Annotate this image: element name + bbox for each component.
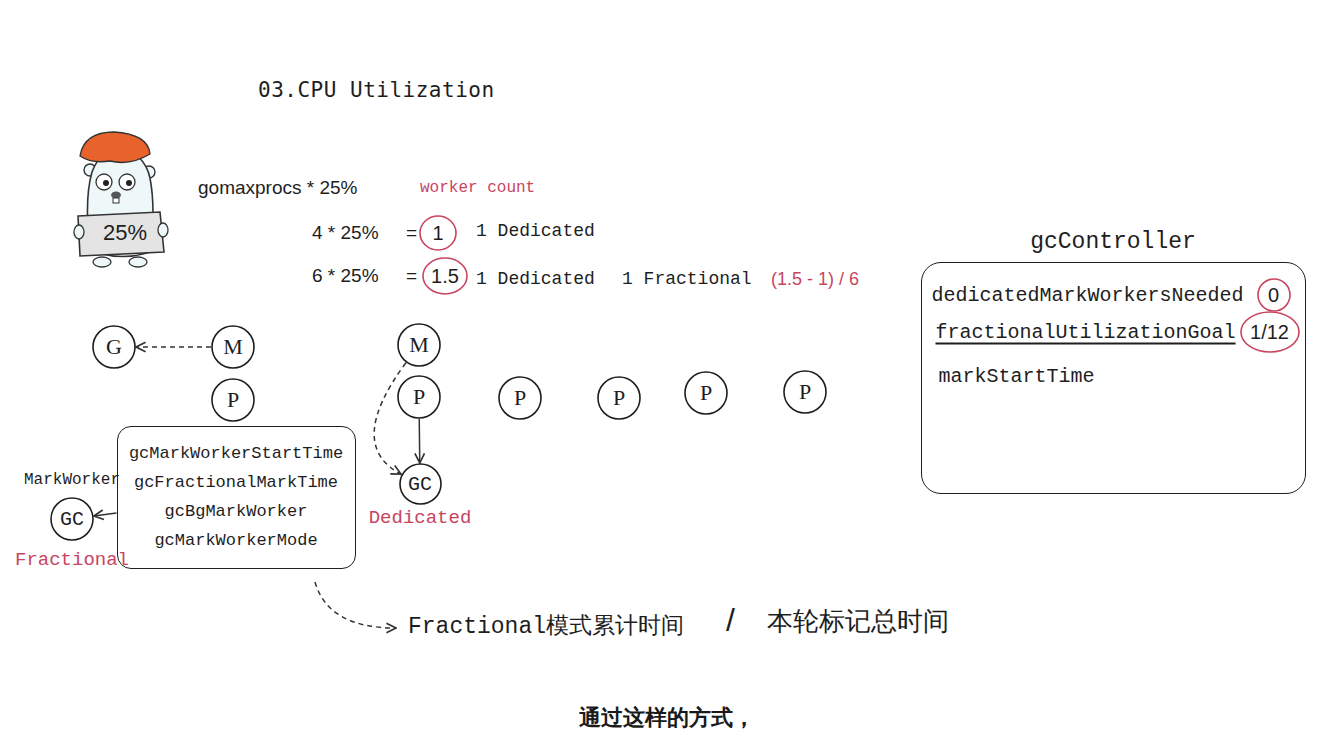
node-text: P [700, 380, 712, 406]
node-text: fractionalUtilizationGoal [936, 321, 1236, 344]
machine-circle: M [397, 323, 441, 367]
node-text: P [799, 379, 811, 405]
connector-arrow [374, 363, 406, 474]
node-text: 0 [1268, 284, 1279, 307]
node-text: P [413, 384, 425, 410]
gopher-mascot [74, 132, 168, 267]
node-text: P [514, 385, 526, 411]
processor-circle: P [684, 371, 728, 415]
processor-circle: P [597, 376, 641, 420]
goroutine-circle: G [92, 325, 136, 369]
node-text: GC [60, 508, 84, 531]
circle-shape [1241, 312, 1299, 352]
text-label: 6 * 25% [312, 265, 379, 287]
node-text: Fractional [15, 549, 129, 571]
machine-circle: M [211, 325, 255, 369]
node-text: gcMarkWorkerStartTime [129, 439, 343, 468]
text-label: 4 * 25% [312, 222, 379, 244]
circle-shape [212, 379, 254, 421]
gc-worker-circle: MarkWorkerGCFractional [50, 497, 94, 541]
circle-shape [784, 371, 826, 413]
node-text: gcFractionalMarkTime [134, 468, 338, 497]
node-text: GC [408, 473, 432, 496]
circle-shape [398, 324, 440, 366]
circle-shape [400, 464, 441, 504]
controller-box: gcControllerdedicatedMarkWorkersNeededfr… [921, 262, 1306, 494]
gc-worker-circle: GCDedicated [399, 463, 442, 505]
text-label: 1 Fractional [622, 269, 752, 289]
circle-shape [423, 258, 467, 294]
node-text: markStartTime [939, 365, 1095, 388]
circle-shape [398, 376, 440, 418]
text-label: = [406, 265, 417, 287]
text-label: 本轮标记总时间 [767, 604, 949, 639]
node-text: Dedicated [369, 507, 472, 529]
node-text: gcController [1030, 229, 1196, 255]
node-text: MarkWorker [24, 471, 120, 489]
text-label: Fractional模式累计时间 [408, 610, 684, 641]
node-text: M [409, 332, 429, 358]
text-label: 1 Dedicated [476, 221, 595, 241]
node-text: M [223, 334, 243, 360]
text-label: gomaxprocs * 25% [198, 177, 357, 199]
diagram-title: 03.CPU Utilization [258, 78, 495, 102]
node-text: 1.5 [431, 265, 459, 288]
processor-circle: P [211, 378, 255, 422]
circle-shape [598, 377, 640, 419]
text-label: = [406, 222, 417, 244]
node-text: 1 [432, 222, 443, 245]
connector-arrow [419, 419, 421, 463]
text-label: / [726, 602, 735, 639]
node-text: gcBgMarkWorker [165, 497, 308, 526]
circle-shape [499, 377, 541, 419]
result-circle: 1 [419, 215, 457, 251]
circle-shape [93, 326, 135, 368]
node-text: dedicatedMarkWorkersNeeded [932, 284, 1244, 307]
circle-shape [685, 372, 727, 414]
text-label: 25% [103, 220, 147, 246]
processor-circle: P [498, 376, 542, 420]
circle-shape [51, 498, 93, 540]
processor-circle: P [397, 375, 441, 419]
node-text: gcMarkWorkerMode [154, 526, 317, 555]
value-circle: 0 [1257, 278, 1291, 312]
text-label: worker count [420, 179, 535, 197]
node-text: 1/12 [1250, 321, 1289, 344]
text-label: (1.5 - 1) / 6 [771, 269, 859, 290]
subtitle-caption: 通过这样的方式， [0, 703, 1334, 733]
node-text: P [227, 387, 239, 413]
circle-shape [1258, 279, 1290, 311]
node-text: G [106, 334, 122, 360]
connector-arrow [94, 513, 117, 516]
processor-circle: P [783, 370, 827, 414]
node-text: P [613, 385, 625, 411]
circle-shape [212, 326, 254, 368]
circle-shape [420, 216, 456, 250]
text-label: 1 Dedicated [476, 269, 595, 289]
leader-arrow [315, 582, 396, 628]
connector-arrow [136, 346, 211, 348]
result-circle: 1.5 [422, 257, 468, 295]
value-circle: 1/12 [1240, 311, 1300, 353]
worker-fields-box: gcMarkWorkerStartTimegcFractionalMarkTim… [117, 426, 356, 569]
